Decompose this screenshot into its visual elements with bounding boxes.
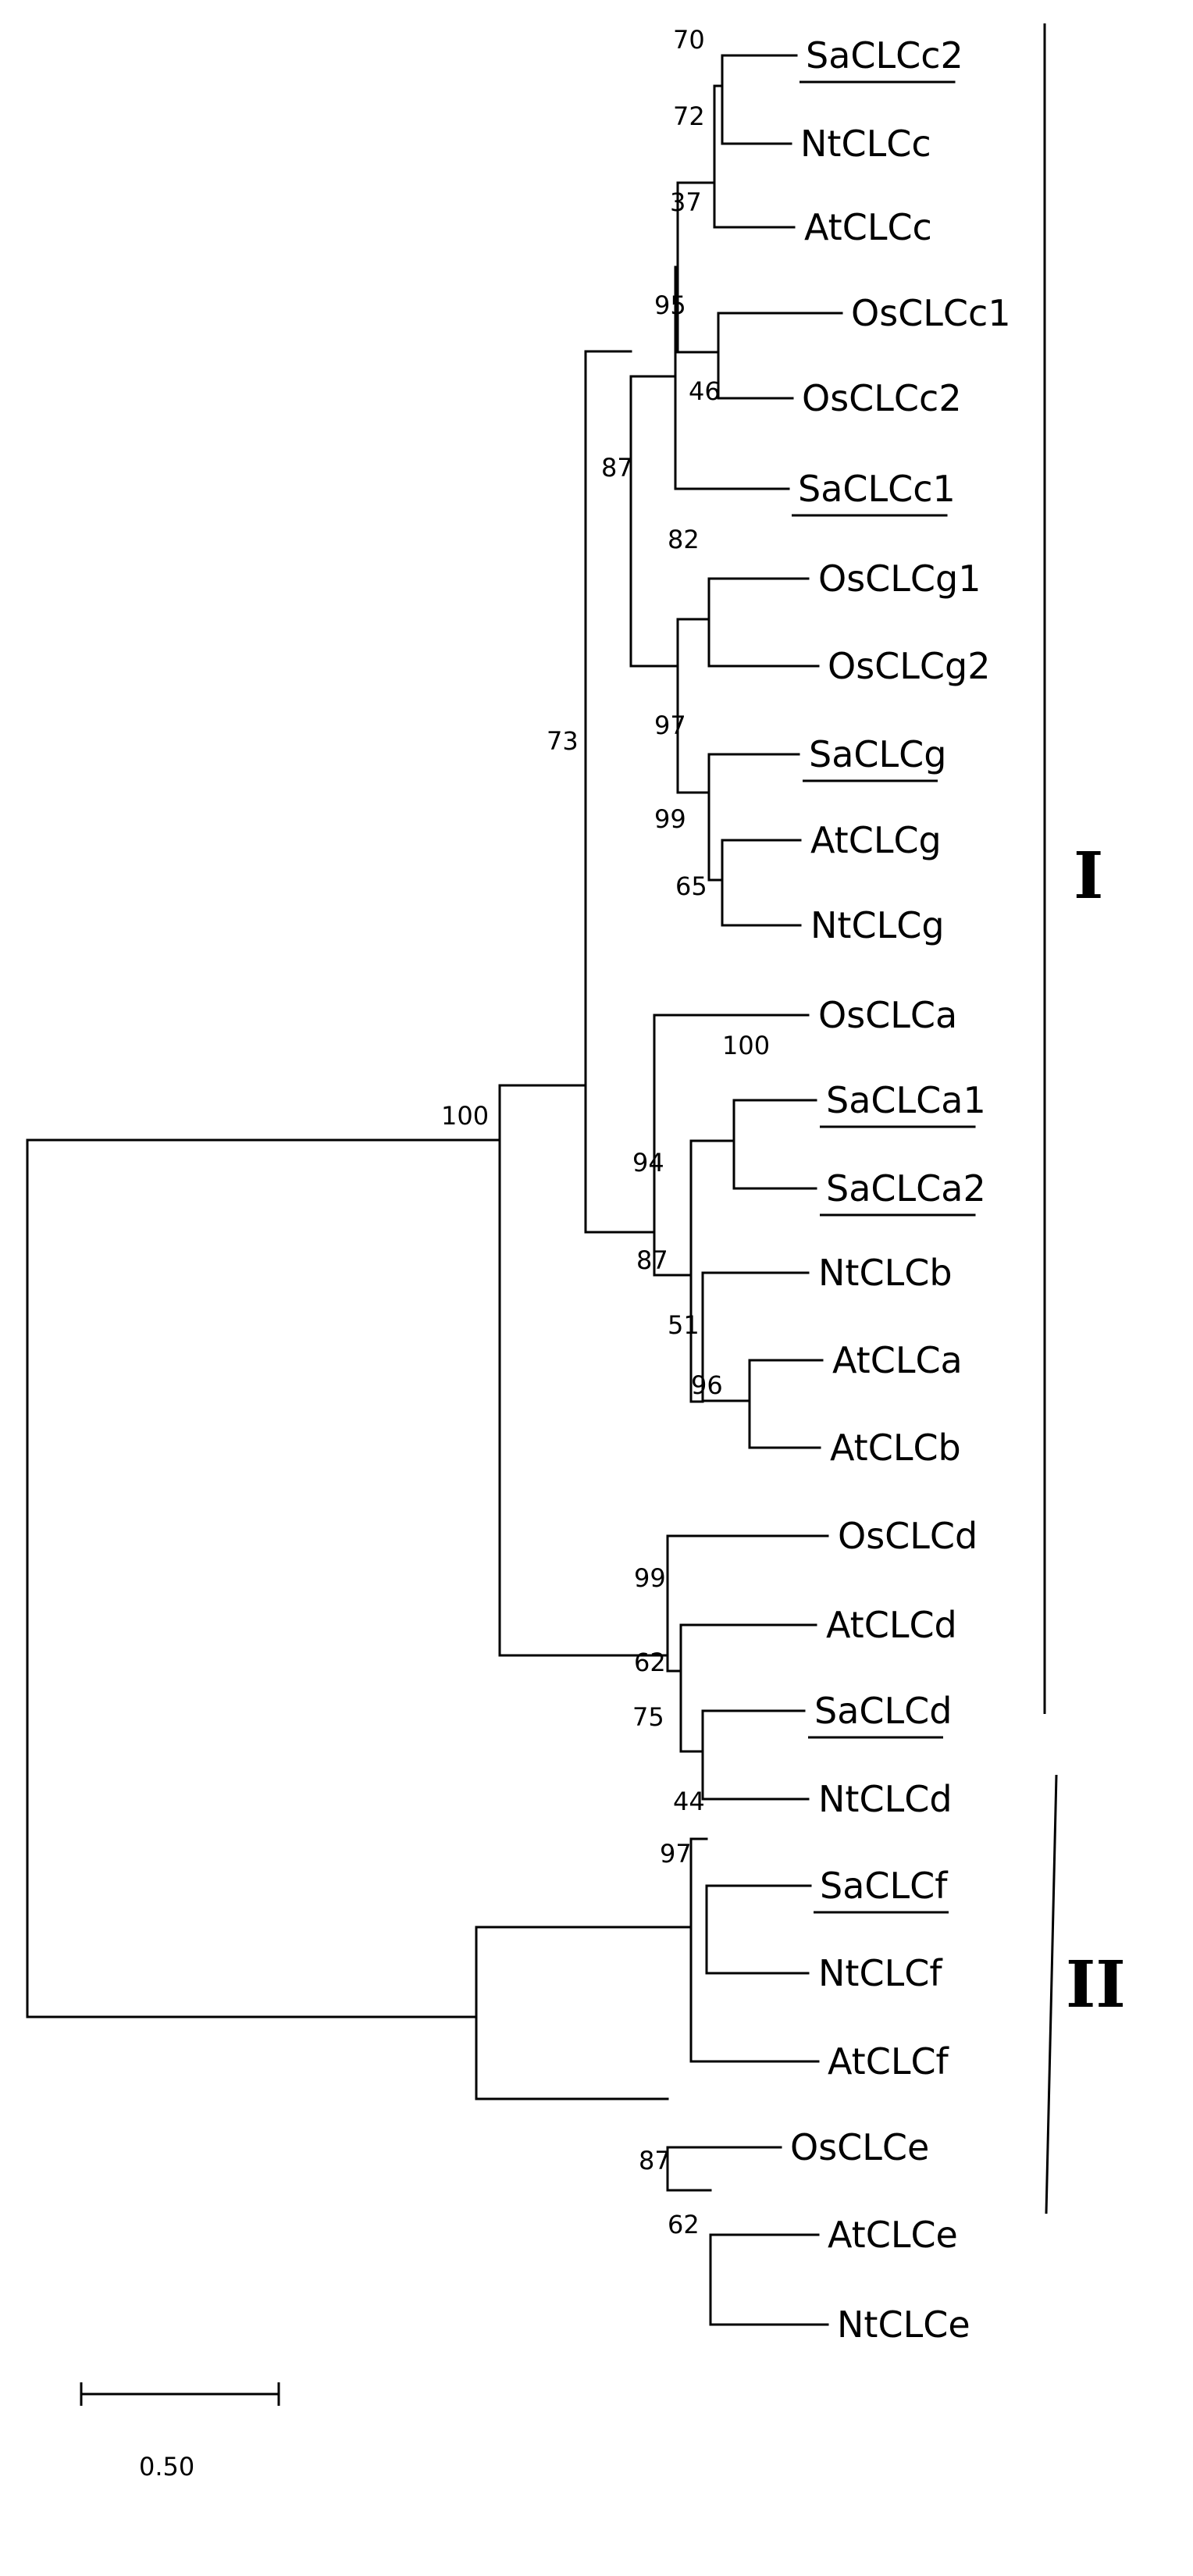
bootstrap-value: 51 <box>668 1310 700 1340</box>
bootstrap-value: 62 <box>634 1648 666 1677</box>
tree-branches <box>26 54 843 2326</box>
taxon-label: AtCLCg <box>810 819 942 861</box>
bootstrap-value: 95 <box>654 290 686 320</box>
clade-label: I <box>1074 839 1103 914</box>
taxon-label: AtCLCa <box>832 1339 963 1381</box>
taxon-label: AtCLCd <box>826 1604 957 1646</box>
bootstrap-value: 97 <box>660 1839 692 1869</box>
bootstrap-value: 87 <box>636 1245 668 1275</box>
bootstrap-value: 99 <box>654 804 686 834</box>
taxon-label: AtCLCb <box>830 1427 961 1469</box>
clade-label: II <box>1066 1947 1126 2022</box>
bootstrap-value: 44 <box>673 1787 705 1816</box>
bootstrap-value: 100 <box>722 1031 770 1060</box>
taxon-label: OsCLCe <box>790 2126 929 2168</box>
bootstrap-value: 62 <box>668 2210 700 2239</box>
scale-label: 0.50 <box>139 2452 194 2482</box>
bootstrap-value: 99 <box>634 1563 666 1593</box>
taxon-label: AtCLCc <box>804 206 932 248</box>
taxon-label: SaCLCa1 <box>826 1079 986 1121</box>
taxon-label: AtCLCf <box>828 2040 950 2083</box>
taxon-label: SaCLCc2 <box>806 34 963 77</box>
taxon-label: OsCLCg1 <box>818 558 981 600</box>
bootstrap-labels: 70 72 37 95 46 87 82 97 99 65 73 100 94 100 87 51 96 99 62… <box>441 25 770 2239</box>
taxon-label: OsCLCg2 <box>828 645 991 687</box>
bootstrap-value: 72 <box>673 102 705 131</box>
taxon-label: SaCLCg <box>809 733 946 775</box>
taxon-label: SaCLCd <box>814 1690 952 1732</box>
bootstrap-value: 96 <box>691 1370 723 1400</box>
bootstrap-value: 87 <box>601 453 633 483</box>
bootstrap-value: 82 <box>668 525 700 554</box>
taxon-label: NtCLCb <box>818 1252 953 1294</box>
taxon-label: OsCLCa <box>818 994 957 1036</box>
taxon-label: OsCLCd <box>838 1515 978 1557</box>
bootstrap-value: 65 <box>675 871 707 901</box>
clade-markers: III <box>1043 23 1126 2214</box>
bootstrap-value: 87 <box>639 2146 671 2175</box>
taxon-label: NtCLCd <box>818 1778 953 1820</box>
bootstrap-value: 73 <box>547 726 579 756</box>
bootstrap-value: 46 <box>689 376 721 406</box>
bootstrap-value: 37 <box>670 187 702 217</box>
bootstrap-value: 94 <box>632 1148 664 1178</box>
taxon-labels: SaCLCc2NtCLCcAtCLCcOsCLCc1OsCLCc2SaCLCc1… <box>790 34 1011 2346</box>
taxon-label: NtCLCf <box>818 1952 943 1994</box>
taxon-label: NtCLCg <box>810 904 945 946</box>
taxon-label: NtCLCc <box>800 123 931 165</box>
scale-bar <box>80 2382 280 2406</box>
taxon-label: AtCLCe <box>828 2214 958 2256</box>
scale-bar-group: 0.50 <box>80 2382 280 2482</box>
bootstrap-value: 97 <box>654 711 686 740</box>
taxon-label: NtCLCe <box>837 2303 970 2346</box>
bootstrap-value: 70 <box>673 25 705 55</box>
taxon-label: OsCLCc1 <box>851 292 1011 334</box>
taxon-label: SaCLCf <box>820 1865 949 1907</box>
bootstrap-value: 75 <box>632 1702 664 1732</box>
clade-bar <box>1045 1774 1058 2214</box>
taxon-label: OsCLCc2 <box>802 377 962 419</box>
bootstrap-value: 100 <box>441 1101 489 1131</box>
taxon-label: SaCLCa2 <box>826 1167 986 1210</box>
taxon-label: SaCLCc1 <box>798 468 956 510</box>
